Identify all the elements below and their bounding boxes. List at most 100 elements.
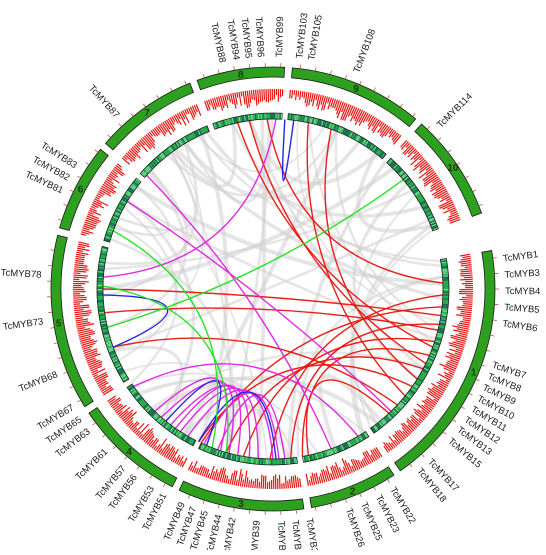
density-bar [74,310,84,311]
density-bar [311,476,313,485]
density-bar [438,385,446,390]
density-bar [255,479,256,489]
heatmap-cell [442,266,447,267]
chromosome-number: 1 [471,368,477,379]
density-bar [74,307,90,309]
density-bar [95,197,99,199]
gene-label-tcmyb87: TcMYB87 [86,83,121,121]
density-bar [290,479,291,488]
density-bar [300,478,301,487]
density-bar [228,479,229,484]
density-bar [461,263,472,264]
density-bar [253,90,254,100]
density-bar [263,476,264,489]
density-bar [306,474,308,486]
density-bar [76,254,85,256]
density-bar [88,212,93,214]
density-bar [319,477,321,484]
density-bar [461,265,472,266]
tick-mark [157,95,159,98]
density-bar [460,313,471,314]
heatmap-cell [99,268,104,269]
tick-mark [185,81,187,85]
tick-mark [50,328,54,329]
tick-mark [77,400,80,402]
heatmap-cell [254,458,255,463]
density-bar [73,302,83,303]
density-bar [73,275,88,276]
gene-label-tcmyb1: TcMYB1 [502,249,539,265]
density-bar [208,473,210,478]
tick-mark [422,454,425,457]
density-bar [85,222,97,226]
density-bar [290,90,291,99]
tick-mark [163,483,165,486]
density-bar [462,306,472,307]
density-bar [73,299,86,300]
density-bar [227,94,228,100]
heatmap-cell [255,459,256,464]
tick-mark [461,407,464,409]
density-bar [74,267,87,268]
tick-mark [448,150,451,152]
density-bar [93,375,97,377]
density-bar [73,297,87,298]
tick-mark [77,176,80,178]
gene-label-tcmyb73: TcMYB73 [2,316,44,333]
heatmap-cell [442,310,447,311]
gene-label-tcmyb61: TcMYB61 [73,447,110,483]
heatmap-cell [251,115,252,120]
density-bar [285,476,286,488]
density-bar [335,466,339,478]
density-bar [292,90,293,99]
density-bar [457,307,472,309]
tick-mark [234,66,235,70]
heatmap-cell [99,308,104,309]
tick-mark [58,219,62,220]
density-bar [309,480,310,485]
heatmap-cell [99,266,104,267]
tick-mark [95,150,98,152]
tick-mark [490,335,494,336]
chromosome-number: 2 [350,486,356,497]
density-bar [157,439,166,452]
density-bar [460,321,470,323]
density-bar [243,91,245,104]
density-bar [300,91,301,100]
density-bar [449,355,460,359]
density-bar [460,269,472,270]
tick-mark [486,350,490,351]
heatmap-cell [442,311,447,312]
density-bar [461,258,471,260]
density-bar [257,479,258,489]
density-bar [175,455,180,463]
gene-label-tcmyb88: TcMYB88 [208,22,228,64]
tick-mark [374,88,376,92]
tick-mark [427,126,430,129]
heatmap-cell [291,459,292,464]
tick-mark [188,495,189,499]
density-bar [256,90,257,106]
density-bar [463,318,471,319]
chromosome-number: 9 [353,84,359,95]
density-bar [75,315,90,317]
tick-mark [453,419,456,421]
density-bar [73,281,89,282]
tick-mark [93,423,96,425]
heatmap-cell [254,115,255,120]
density-bar [209,100,211,105]
density-bar [74,305,89,306]
density-bar [460,254,470,256]
tick-mark [70,386,74,388]
density-bar [242,479,243,486]
density-bar [77,328,85,330]
density-bar [74,269,89,270]
density-bar [258,90,259,104]
density-bar [316,94,317,100]
density-bar [247,477,248,487]
tick-mark [170,88,172,92]
density-bar [461,275,473,276]
density-bar [106,179,113,184]
density-bar [432,178,439,183]
